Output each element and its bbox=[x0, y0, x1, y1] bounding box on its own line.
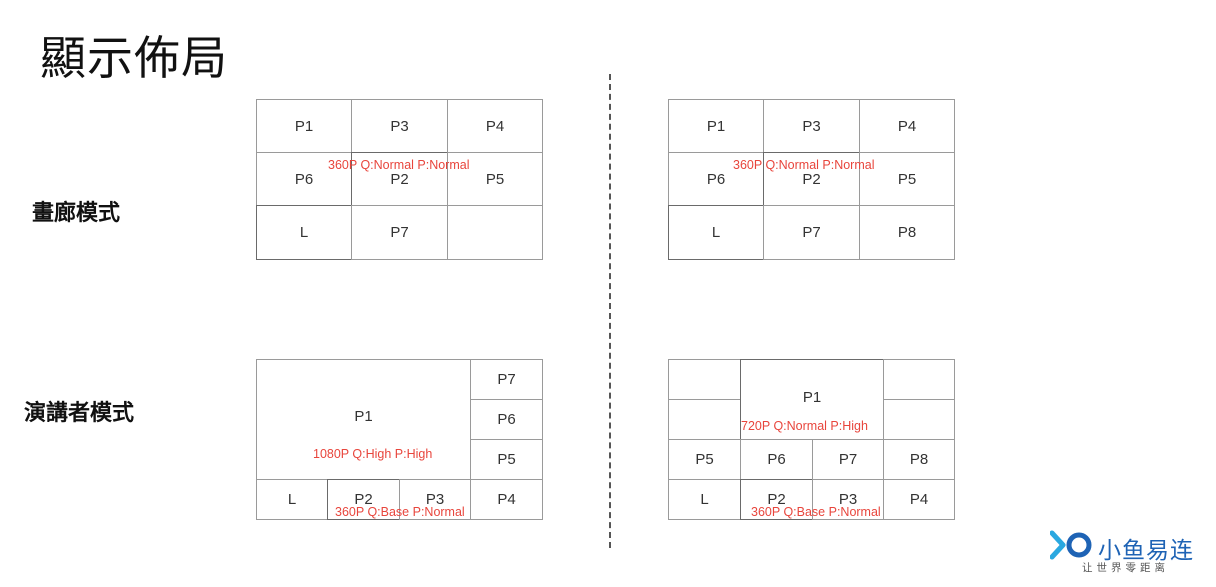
tile: P4 bbox=[447, 99, 543, 153]
tile-label: P4 bbox=[497, 491, 516, 508]
tile bbox=[447, 205, 543, 260]
tile-label: P8 bbox=[909, 451, 929, 468]
tile: P2 bbox=[763, 152, 860, 206]
tile: P7 bbox=[351, 205, 448, 260]
tile-label: P3 bbox=[425, 491, 445, 508]
tile-label: P3 bbox=[802, 117, 821, 135]
tile: L bbox=[668, 479, 741, 520]
brand-logo: 小鱼易连 让世界零距离 bbox=[1050, 528, 1200, 576]
tile: P7 bbox=[470, 359, 543, 400]
main-tile: P1 bbox=[740, 359, 884, 440]
speaker-layout-left: P1 P7 P6 P5 L P2 P3 P4 1080P Q:High P:Hi… bbox=[256, 359, 543, 520]
fish-logo-icon bbox=[1050, 530, 1092, 560]
tile: P2 bbox=[327, 479, 400, 520]
tile: P2 bbox=[351, 152, 448, 206]
tile-label: P4 bbox=[485, 117, 505, 135]
tile-label: P5 bbox=[695, 451, 714, 468]
tile: P5 bbox=[470, 439, 543, 480]
tile-label: P5 bbox=[897, 170, 917, 188]
tile: P6 bbox=[668, 152, 764, 206]
tile-label: P5 bbox=[485, 170, 505, 188]
tile: P6 bbox=[740, 439, 813, 480]
tile: P8 bbox=[883, 439, 955, 480]
dashed-divider bbox=[609, 74, 611, 548]
speaker-mode-label: 演講者模式 bbox=[24, 400, 135, 425]
tile-label: P4 bbox=[909, 491, 929, 508]
tile-label: P2 bbox=[767, 491, 786, 508]
main-tile: P1 bbox=[256, 359, 471, 480]
gallery-mode-label: 畫廊模式 bbox=[32, 200, 121, 225]
tile: P8 bbox=[859, 205, 955, 260]
tile-label: L bbox=[299, 224, 309, 241]
tile-label: P2 bbox=[390, 170, 409, 188]
tile-label: L bbox=[287, 491, 297, 508]
tile: P1 bbox=[256, 99, 352, 153]
gallery-layout-left: P1 P3 P4 P6 P2 P5 L P7 360P Q:Normal P:N… bbox=[256, 99, 543, 260]
tile-label: P7 bbox=[838, 451, 858, 468]
tile-label: P7 bbox=[390, 224, 409, 241]
tile: P6 bbox=[256, 152, 352, 206]
tile-label: P3 bbox=[390, 117, 409, 135]
tile-label: P7 bbox=[802, 224, 821, 241]
tile: P6 bbox=[470, 399, 543, 440]
tile-label: L bbox=[700, 491, 709, 508]
tile: P3 bbox=[399, 479, 471, 520]
speaker-layout-right: P1 P5 P6 P7 P8 L P2 P3 P4 720P Q:Normal … bbox=[668, 359, 955, 520]
tile: P3 bbox=[763, 99, 860, 153]
tile-label: P2 bbox=[354, 491, 373, 508]
tile: P3 bbox=[812, 479, 884, 520]
brand-slogan: 让世界零距离 bbox=[1082, 562, 1169, 574]
tile-label: P6 bbox=[767, 451, 786, 468]
tile: P7 bbox=[763, 205, 860, 260]
empty-tile bbox=[668, 399, 741, 440]
tile: P4 bbox=[859, 99, 955, 153]
tile: P1 bbox=[668, 99, 764, 153]
tile-label: P4 bbox=[897, 117, 917, 135]
tile: L bbox=[256, 205, 352, 260]
tile: L bbox=[668, 205, 764, 260]
tile: P4 bbox=[883, 479, 955, 520]
tile-label: P1 bbox=[706, 117, 726, 135]
tile-label: P3 bbox=[838, 491, 858, 508]
tile: P2 bbox=[740, 479, 813, 520]
tile: L bbox=[256, 479, 328, 520]
empty-tile bbox=[883, 399, 955, 440]
tile-label: P7 bbox=[497, 371, 516, 388]
page-title: 顯示佈局 bbox=[40, 32, 228, 84]
tile: P5 bbox=[668, 439, 741, 480]
tile-label: P6 bbox=[706, 170, 726, 188]
tile: P5 bbox=[447, 152, 543, 206]
empty-tile bbox=[883, 359, 955, 400]
tile-label: P5 bbox=[497, 451, 516, 468]
tile: P4 bbox=[470, 479, 543, 520]
tile-label: P2 bbox=[802, 170, 821, 188]
gallery-layout-right: P1 P3 P4 P6 P2 P5 L P7 P8 360P Q:Normal … bbox=[668, 99, 955, 260]
tile: P7 bbox=[812, 439, 884, 480]
brand-name: 小鱼易连 bbox=[1098, 537, 1194, 563]
tile-label: P1 bbox=[802, 389, 822, 406]
tile-label: P8 bbox=[897, 224, 917, 241]
tile-label: P6 bbox=[497, 411, 516, 428]
empty-tile bbox=[668, 359, 741, 400]
tile-label: P1 bbox=[294, 117, 314, 135]
tile: P3 bbox=[351, 99, 448, 153]
tile-label: P6 bbox=[294, 170, 314, 188]
tile: P5 bbox=[859, 152, 955, 206]
tile-label: P1 bbox=[354, 408, 373, 425]
tile-label: L bbox=[711, 224, 721, 241]
